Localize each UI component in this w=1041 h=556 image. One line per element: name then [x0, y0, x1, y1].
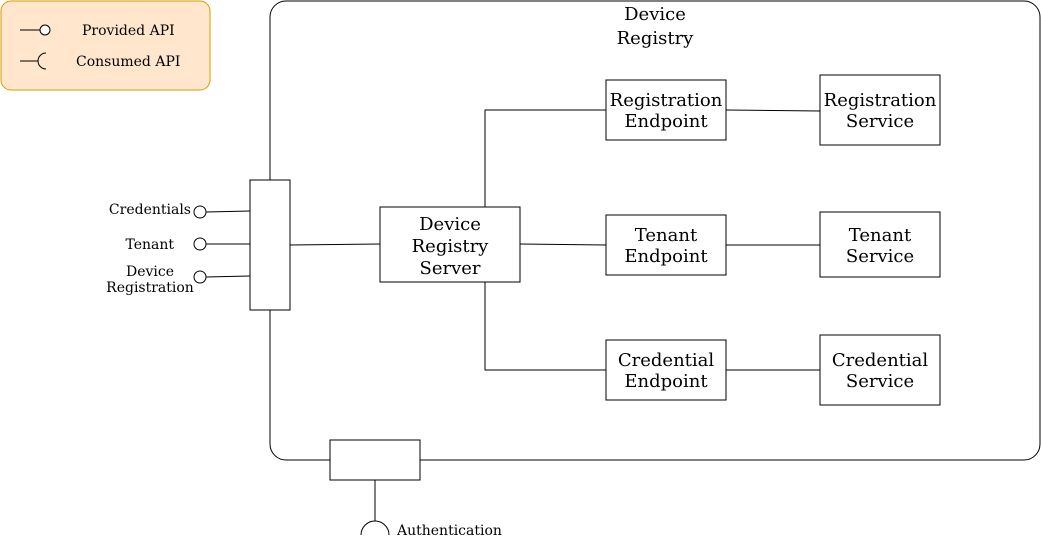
registration-service-box: [819, 74, 941, 146]
authentication-api-label: Authentication: [396, 523, 502, 539]
provided-api-symbol-icon: [20, 24, 51, 36]
server-to-tenant-endpoint-line: [519, 243, 607, 246]
server-to-registration-endpoint-line: [484, 109, 606, 207]
tenant-service-label-line2: Service: [846, 246, 914, 267]
tenant-service-box: [819, 211, 941, 278]
connectors: [205, 109, 821, 521]
registration-endpoint-label-line1: Registration: [610, 90, 723, 111]
server-label-line1: Device: [419, 214, 481, 235]
tenant-endpoint-box: [605, 214, 727, 276]
authentication-consumed-api-icon: [360, 520, 390, 536]
tenant-endpoint-label-line1: Tenant: [635, 225, 698, 246]
server-label-line2: Registry: [412, 236, 490, 257]
server-to-credential-endpoint-line: [484, 282, 606, 371]
legend-box: [0, 0, 211, 91]
credential-service-box: [819, 334, 941, 406]
legend-consumed-label: Consumed API: [76, 54, 180, 70]
credential-endpoint-label-line1: Credential: [618, 350, 715, 371]
credentials-provided-api-icon: [193, 205, 207, 219]
legend-provided-label: Provided API: [82, 23, 175, 39]
device-registration-api-label-line2: Registration: [106, 280, 194, 296]
server-label-line3: Server: [419, 258, 480, 279]
tenant-provided-api-icon: [193, 237, 207, 251]
container-title-line1: Device: [624, 4, 686, 25]
credential-endpoint-box: [605, 339, 727, 401]
credentials-api-stem: [205, 210, 251, 213]
registration-endpoint-to-service-line: [725, 109, 821, 112]
registration-endpoint-box: [605, 79, 727, 141]
device-registration-provided-api-icon: [193, 270, 207, 284]
device-registration-api-stem: [205, 275, 251, 278]
credentials-api-label: Credentials: [109, 202, 191, 218]
credential-endpoint-label-line2: Endpoint: [624, 371, 708, 392]
device-registry-server-box: [379, 206, 521, 283]
port-to-server-line: [289, 243, 381, 246]
tenant-service-label-line1: Tenant: [849, 225, 912, 246]
api-port-bottom: [329, 439, 421, 481]
tenant-endpoint-label-line2: Endpoint: [624, 246, 708, 267]
tenant-api-label: Tenant: [125, 237, 174, 253]
registration-service-label-line1: Registration: [824, 90, 937, 111]
credential-service-label-line1: Credential: [832, 350, 929, 371]
credential-service-label-line2: Service: [846, 371, 914, 392]
registration-endpoint-label-line2: Endpoint: [624, 111, 708, 132]
consumed-api-symbol-icon: [20, 52, 47, 70]
container-title-line2: Registry: [617, 28, 695, 49]
api-port-left: [249, 179, 291, 311]
legend: Provided API Consumed API: [0, 0, 211, 91]
device-registration-api-label-line1: Device: [126, 264, 174, 280]
registration-service-label-line2: Service: [846, 111, 914, 132]
